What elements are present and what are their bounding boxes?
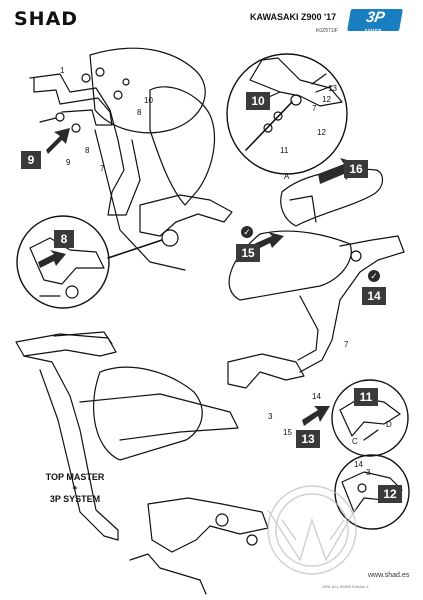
callout-A: A [284, 172, 290, 181]
rack-right [299, 235, 405, 373]
rear-seat-bottom [93, 366, 203, 461]
bolt-head-1 [81, 73, 91, 83]
website-link[interactable]: www.shad.es [368, 572, 410, 579]
step-9-label: 9 [21, 151, 41, 169]
model-title: KAWASAKI Z900 '17 [250, 12, 337, 22]
step-10-label: 10 [246, 92, 270, 110]
callout-15: 15 [283, 428, 292, 437]
arrow-icon [38, 128, 362, 426]
callout-3: 3 [268, 412, 273, 421]
callout-7b: 7 [312, 104, 317, 113]
arrow-icon [38, 250, 66, 268]
callout-12b: 12 [317, 128, 326, 137]
callout-10: 10 [144, 96, 153, 105]
link-line-8 [107, 239, 163, 259]
step-12-label: 12 [378, 485, 402, 503]
bolt-head-10 [113, 90, 123, 100]
arrow-icon [254, 232, 284, 250]
washer-8 [122, 78, 130, 86]
top-master-label: TOP MASTER + 3P SYSTEM [20, 472, 130, 505]
rear-seat-mid [228, 230, 352, 301]
brand-logo: SHAD [14, 8, 79, 30]
callout-12: 12 [322, 95, 331, 104]
step-8-label: 8 [54, 230, 74, 248]
rear-seat-top [149, 86, 216, 206]
step-15-label: 15 [236, 244, 260, 262]
callout-3b: 3 [366, 468, 371, 477]
rack-plate-left [33, 77, 113, 126]
callout-8b: 8 [85, 146, 90, 155]
subframe-left [94, 129, 186, 271]
detail-circle-step8 [16, 215, 110, 309]
rack-bottom [23, 355, 119, 541]
callout-7c: 7 [344, 340, 349, 349]
callout-14b: 14 [354, 460, 363, 469]
footer-code: 1991 ALL 00459 Edición 4 [322, 584, 369, 589]
wmr-watermark [267, 485, 357, 575]
callout-14: 14 [312, 392, 321, 401]
arrow-icon [46, 128, 70, 154]
callout-8: 8 [137, 108, 142, 117]
washer-1 [95, 67, 105, 77]
detail-circle-bolts [226, 53, 348, 175]
callout-9: 9 [66, 158, 71, 167]
check-icon: ✓ [368, 270, 380, 282]
rack-bracket-left [29, 73, 141, 216]
3p-system-text: 3P SYSTEM [49, 494, 101, 504]
callout-7: 7 [100, 164, 105, 173]
top-master-plate [15, 333, 117, 357]
top-master-text: TOP MASTER [45, 472, 105, 482]
step-13-label: 13 [296, 430, 320, 448]
step-11-label: 11 [354, 388, 378, 406]
footpeg-bracket-right [227, 353, 305, 389]
check-icon: ✓ [241, 226, 253, 238]
callout-11: 11 [280, 146, 289, 155]
detail-circle-step11 [331, 379, 409, 457]
footpeg-bracket-bottom [147, 497, 269, 553]
model-code: K0Z971IF [316, 28, 338, 34]
step-16-label: 16 [344, 160, 368, 178]
plus-text: + [72, 483, 78, 493]
tail-fairing-top [89, 47, 206, 134]
long-bolt [245, 101, 293, 151]
callout-13: 13 [328, 84, 337, 93]
screw-9 [39, 117, 57, 123]
footpeg-bracket-left [139, 194, 233, 237]
pivot-circle [161, 229, 179, 247]
callout-D: D [386, 420, 392, 429]
arrow-icon [302, 406, 330, 426]
step-14-label: 14 [362, 287, 386, 305]
callout-C: C [352, 437, 358, 446]
callout-1: 1 [60, 66, 65, 75]
